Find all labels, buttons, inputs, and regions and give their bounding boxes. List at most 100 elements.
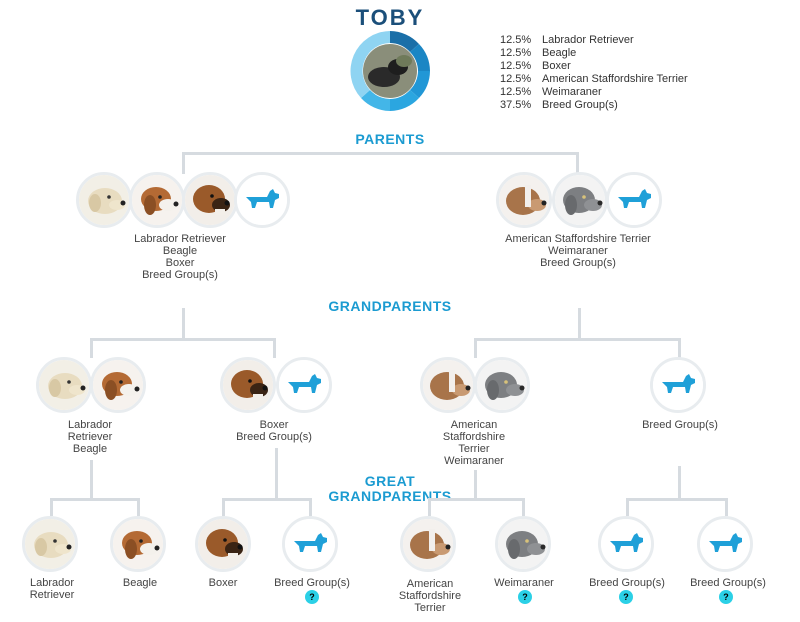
connector [182,152,185,174]
label-line: Labrador [29,577,75,589]
unknown-badge[interactable]: ? [518,590,532,604]
connector [275,448,278,498]
weimaraner-photo [495,516,551,572]
parent-2-label: American Staffordshire Terrier Weimarane… [478,233,678,269]
connector [50,498,53,516]
label-line: Boxer [165,257,195,269]
weimaraner-photo [474,357,530,413]
label-line: American [406,578,454,590]
connector [474,338,477,358]
breed-name: Beagle [542,47,577,59]
breed-percentage-row: 12.5% American Staffordshire Terrier [500,73,688,86]
breed-group-icon [276,357,332,413]
boxer-photo [195,516,251,572]
grandparent-3-label: American Staffordshire Terrier Weimarane… [414,419,534,467]
beagle-photo [129,172,185,228]
breed-group-icon [650,357,706,413]
great-grandparents-heading-line2: GRANDPARENTS [328,488,452,504]
breed-group-icon [282,516,338,572]
great-grandparents-heading-line1: GREAT [364,473,416,489]
boxer-photo [220,357,276,413]
connector [273,338,276,358]
grandparent-1-label: Labrador Retriever Beagle [40,419,140,455]
breed-percentage: 12.5% [500,47,532,59]
breed-group-icon [598,516,654,572]
boxer-photo [182,172,238,228]
label-line: Breed Group(s) [589,577,665,589]
american-staffordshire-terrier-photo [400,516,456,572]
breed-name: Boxer [542,60,571,72]
label-line: American [450,419,498,431]
breed-percentage-list: 12.5% Labrador Retriever 12.5% Beagle 12.5% B… [500,34,688,112]
great-grandparent-4-label: Breed Group(s) [262,577,362,589]
connector [626,498,629,516]
labrador-retriever-photo [76,172,132,228]
connector [576,152,579,174]
grandparent-2-label: Boxer Breed Group(s) [214,419,334,443]
label-line: Boxer [208,577,238,589]
connector [474,338,681,341]
label-line: Beagle [72,443,108,455]
great-grandparent-1-label: Labrador Retriever [10,577,94,601]
connector [522,498,525,516]
label-line: Weimaraner [548,245,608,257]
breed-name: Labrador Retriever [542,34,634,46]
label-line: Terrier [414,602,446,614]
great-grandparent-6-label: Weimaraner [478,577,570,589]
parents-heading: PARENTS [355,131,425,147]
unknown-badge[interactable]: ? [305,590,319,604]
unknown-badge[interactable]: ? [619,590,633,604]
great-grandparent-3-label: Boxer [183,577,263,589]
great-grandparent-2-label: Beagle [100,577,180,589]
connector [678,338,681,358]
breed-percentage-row: 37.5%Breed Group(s) [500,99,688,112]
label-line: Boxer [259,419,289,431]
parent-1-label: Labrador Retriever Beagle Boxer Breed Gr… [80,233,280,281]
breed-group-icon [234,172,290,228]
connector [90,460,93,498]
connector [474,470,477,498]
american-staffordshire-terrier-photo [420,357,476,413]
connector [222,498,225,516]
breed-name: American Staffordshire Terrier [542,73,688,85]
label-line: Beagle [162,245,198,257]
breed-group-icon [606,172,662,228]
label-line: Weimaraner [494,577,554,589]
american-staffordshire-terrier-photo [496,172,552,228]
connector [137,498,140,516]
label-line: Staffordshire [442,431,506,443]
breed-percentage: 12.5% [500,60,532,72]
unknown-badge[interactable]: ? [719,590,733,604]
label-line: Labrador [67,419,113,431]
connector [90,338,93,358]
connector [222,498,312,501]
breed-percentage-row: 12.5% Weimaraner [500,86,688,99]
label-line: Breed Group(s) [142,269,218,281]
label-line: Weimaraner [444,455,504,467]
great-grandparent-8-label: Breed Group(s) [678,577,778,589]
labrador-retriever-photo [22,516,78,572]
connector [50,498,140,501]
label-line: Breed Group(s) [540,257,616,269]
connector [578,308,581,338]
label-line: Labrador Retriever [134,233,226,245]
connector [309,498,312,516]
label-line: Beagle [122,577,158,589]
connector [428,498,431,516]
label-line: Staffordshire [398,590,462,602]
breed-percentage: 12.5% [500,86,532,98]
breed-name: Weimaraner [542,86,602,98]
breed-percentage-row: 12.5% Labrador Retriever [500,34,688,47]
breed-percentage: 12.5% [500,34,532,46]
great-grandparent-7-label: Breed Group(s) [578,577,676,589]
label-line: Breed Group(s) [690,577,766,589]
grandparents-heading: GRANDPARENTS [328,298,452,314]
grandparent-4-label: Breed Group(s) [620,419,740,431]
connector [626,498,728,501]
great-grandparent-5-label: American Staffordshire Terrier [380,578,480,614]
label-line: Terrier [458,443,490,455]
connector [182,308,185,338]
breed-donut-chart [350,31,430,111]
breed-percentage: 12.5% [500,73,532,85]
label-line: Breed Group(s) [642,419,718,431]
